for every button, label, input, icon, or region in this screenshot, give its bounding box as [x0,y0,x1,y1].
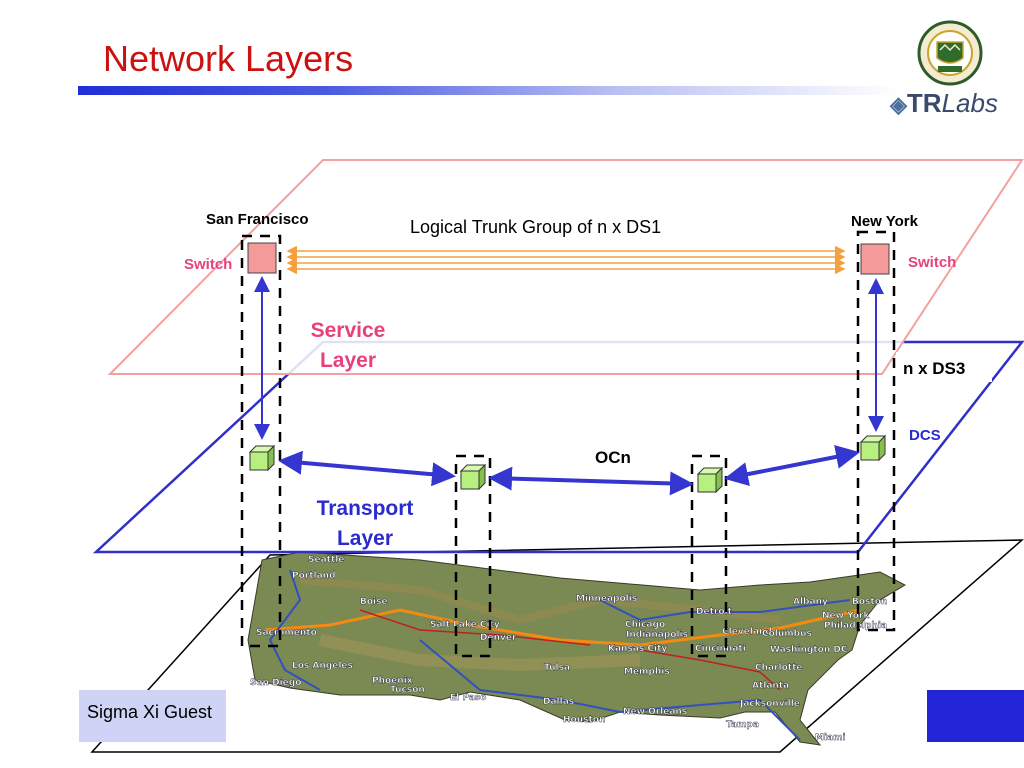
university-crest-icon [910,20,990,86]
dashed-column-mid1 [454,454,492,658]
switch-right-label: Switch [908,254,957,271]
switch-left-label: Switch [184,256,233,273]
city-san-francisco: San Francisco [206,211,309,228]
map-city-30: Atlanta [752,681,789,691]
dashed-column-mid2 [690,454,728,658]
map-city-19: Houston [563,715,605,725]
map-city-8: Phoenix [372,676,413,686]
transport-layer-label: Transport Layer [304,494,426,554]
map-city-4: Salt Lake City [430,620,500,630]
trunk-group-label: Logical Trunk Group of n x DS1 [410,217,662,237]
map-city-26: New York [822,611,870,621]
map-city-13: Chicago [625,620,665,630]
map-city-2: Boise [360,597,388,607]
trlabs-logo: ◈TRLabs [890,88,998,118]
service-layer-line2: Layer [319,349,377,372]
footer-accent [927,690,1024,742]
dcs-label: DCS [909,427,941,444]
dcs-cube-ny [859,434,887,462]
map-city-7: San Diego [250,678,301,688]
brand-labs: Labs [941,88,998,118]
map-city-17: Memphis [624,667,670,677]
map-city-29: Charlotte [755,663,803,673]
ocn-label: OCn [595,448,631,467]
map-city-12: Detroit [696,607,733,617]
slide-title: Network Layers [103,38,354,79]
switch-sf-icon [247,242,277,274]
switch-ny-icon [860,243,890,275]
footer-bar: Sigma Xi Guest [79,690,226,742]
footer-text: Sigma Xi Guest [87,702,213,722]
transport-layer-line2: Layer [336,527,394,550]
us-map: Seattle Portland Boise Sacramento Salt L… [247,551,907,746]
brand-tr: TR [906,88,942,118]
dcs-cube-mid1 [459,463,487,491]
dcs-cube-sf [248,444,276,472]
map-city-9: Tucson [390,685,425,695]
transport-layer-line1: Transport [316,497,414,520]
city-new-york: New York [851,213,918,230]
map-city-10: El Paso [450,693,486,703]
map-city-23: Columbus [762,629,812,639]
dashed-column-ny [856,230,896,632]
ocn-links [278,445,860,496]
dashed-column-sf [240,234,282,648]
map-city-28: Washington DC [770,645,848,655]
ds3-label-backing [896,352,992,382]
map-city-25: Boston [852,597,887,607]
map-city-15: Kansas City [608,644,667,654]
map-city-21: Cincinnati [695,644,746,654]
map-city-31: Jacksonville [739,699,800,709]
map-city-16: Tulsa [544,663,570,673]
map-city-11: Minneapolis [576,594,637,604]
map-city-3: Sacramento [256,628,317,638]
title-underline [78,86,898,95]
map-city-6: Los Angeles [292,661,353,671]
ds3-label: n x DS3 [903,359,966,378]
service-layer-label: Service Layer [304,316,392,376]
service-layer-line1: Service [310,319,386,342]
map-city-22: Cleveland [722,627,772,637]
dcs-cube-mid2 [696,466,724,494]
map-city-20: New Orleans [623,707,687,717]
map-city-18: Dallas [543,697,574,707]
map-city-14: Indianapolis [626,630,688,640]
map-city-33: Miami [815,733,846,743]
geography-plane [90,539,1024,753]
map-city-27: Philadelphia [824,621,887,631]
map-city-5: Denver [480,633,517,643]
logical-trunk-lines [286,245,846,275]
map-city-0: Seattle [308,555,344,565]
map-city-32: Tampa [726,720,759,730]
map-city-24: Albany [793,597,828,607]
map-city-1: Portland [292,571,336,581]
